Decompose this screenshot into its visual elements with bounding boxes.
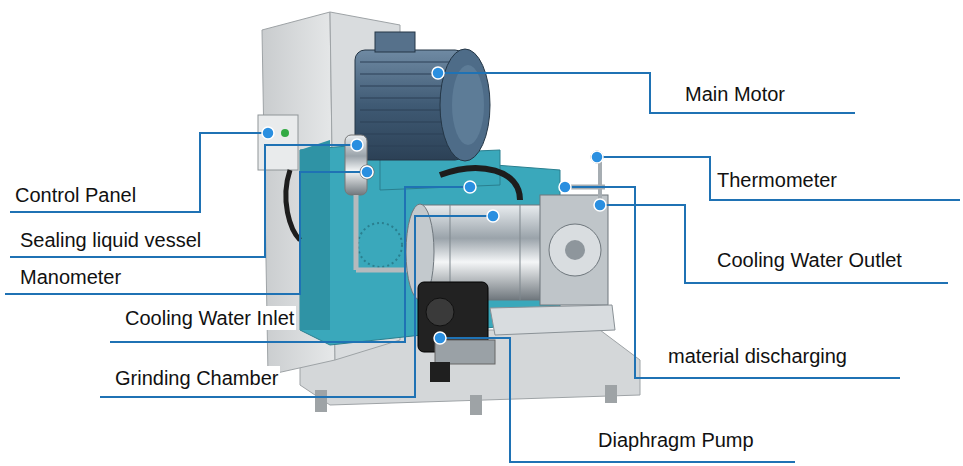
part-label: Thermometer — [715, 168, 839, 192]
part-label: Manometer — [18, 265, 123, 289]
part-label: Cooling Water Inlet — [123, 306, 296, 330]
part-label: Grinding Chamber — [113, 366, 280, 390]
part-label: Cooling Water Outlet — [715, 248, 904, 272]
part-label: Diaphragm Pump — [596, 428, 756, 452]
part-label: Control Panel — [13, 183, 138, 207]
part-label: material discharging — [666, 344, 849, 368]
part-label: Sealing liquid vessel — [18, 228, 203, 252]
part-label: Main Motor — [683, 82, 787, 106]
